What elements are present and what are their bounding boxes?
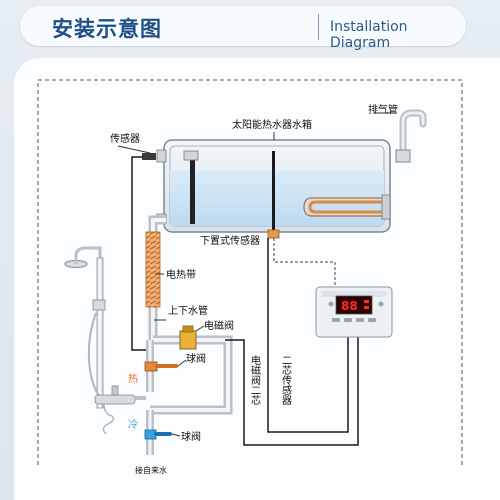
sensor-label: 传感器 <box>110 132 140 145</box>
boundary-dashed-line <box>37 79 463 465</box>
sensor-dashed-link <box>273 238 336 292</box>
solenoid-loop-pipe <box>150 335 233 415</box>
heating-band-label: 电热带 <box>166 268 196 281</box>
solenoid-valve <box>179 325 197 350</box>
lower-sensor-label: 下置式传感器 <box>200 234 260 247</box>
exhaust-pipe <box>395 109 427 163</box>
cold-branch <box>144 410 172 455</box>
diagram-panel <box>14 58 500 500</box>
exhaust-pipe-label: 排气管 <box>368 103 398 116</box>
header-banner: 安装示意图 Installation Diagram <box>20 6 466 51</box>
sensor-plug <box>142 153 156 160</box>
controller-unit: 88 <box>315 286 393 338</box>
solenoid-leader <box>195 325 205 332</box>
inlet-outlet-pipe-label: 上下水管 <box>168 304 208 317</box>
solenoid-two-core-label: 电磁阀二芯 <box>249 354 261 405</box>
ball-valve-hot-label: 球阀 <box>186 352 206 365</box>
sensor-leader <box>117 145 151 154</box>
controller-display: 88 <box>341 299 358 313</box>
shower-set <box>64 246 146 435</box>
ball-valve-cold-leader <box>171 433 181 437</box>
hot-label: 热 <box>128 372 138 385</box>
solar-water-tank <box>156 139 391 233</box>
tank-label: 太阳能热水器水箱 <box>232 118 312 131</box>
header-divider <box>318 14 319 40</box>
two-core-sensor-label: 二芯传感器 <box>280 355 292 406</box>
sensor-wire-two-core <box>267 238 349 433</box>
page-title-cn: 安装示意图 <box>52 17 162 41</box>
page-title-en: Installation Diagram <box>330 19 408 51</box>
sensor-wire <box>131 156 146 351</box>
ball-valve-cold-label: 球阀 <box>181 430 201 443</box>
cold-label: 冷 <box>128 418 138 431</box>
heating-band <box>145 231 161 308</box>
hot-branch <box>144 340 178 392</box>
lower-sensor-block <box>267 229 280 239</box>
ball-valve-hot-leader <box>177 359 187 367</box>
solenoid-valve-label: 电磁阀 <box>204 319 234 332</box>
solenoid-wire <box>225 330 359 446</box>
tap-water-label: 接自来水 <box>135 465 167 475</box>
